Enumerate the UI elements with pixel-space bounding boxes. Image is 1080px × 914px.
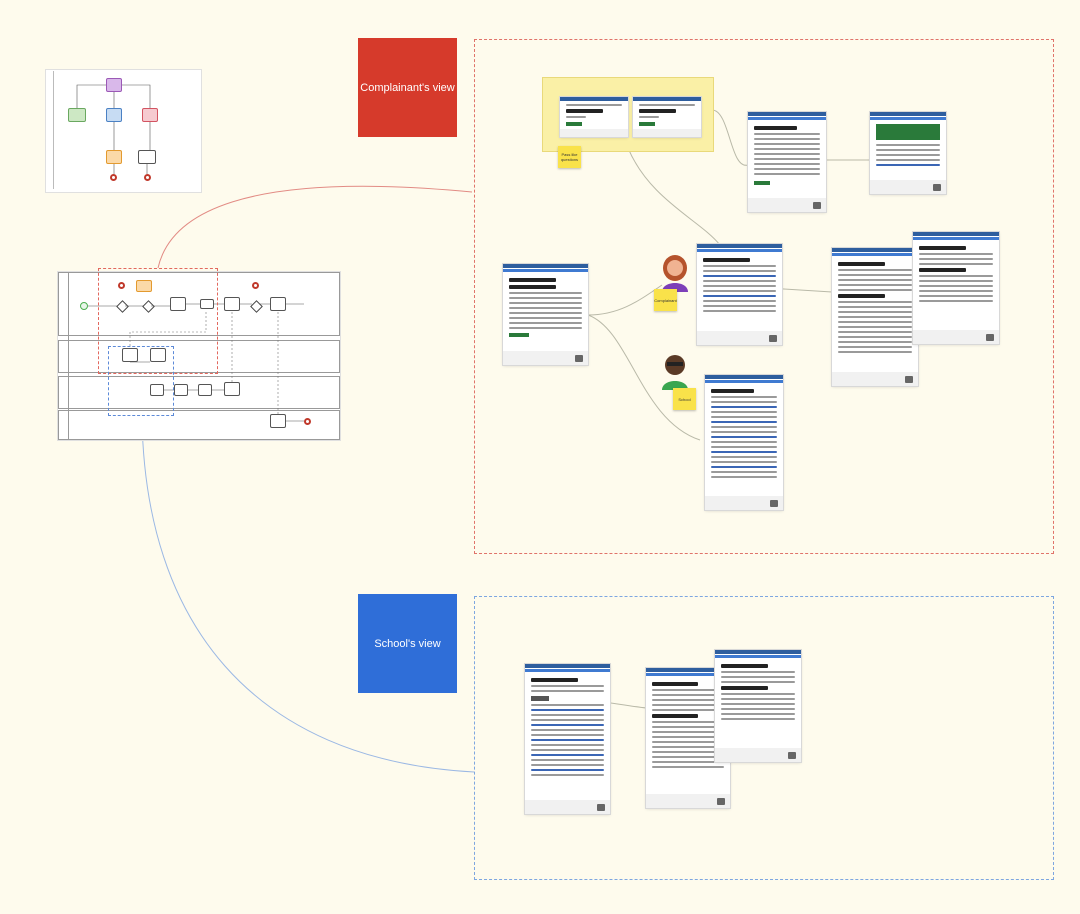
complainant-view-label-text: Complainant's view — [360, 81, 455, 94]
end-event — [304, 418, 311, 425]
diagram-node-pink — [142, 108, 158, 122]
man-avatar-icon — [660, 352, 690, 390]
complainant-frame[interactable] — [474, 39, 1054, 554]
sticky-note[interactable]: Pass like questions — [558, 146, 581, 168]
process-diagram-small[interactable] — [46, 70, 201, 192]
school-frame[interactable] — [474, 596, 1054, 880]
diagram-node-blue — [106, 108, 122, 122]
diagram-end-event — [110, 174, 117, 181]
sticky-note-text: Complainant — [654, 297, 677, 303]
task — [198, 384, 212, 396]
page-thumbnail[interactable] — [560, 97, 628, 137]
swimlane-4 — [58, 410, 340, 440]
diagram-lane-border — [47, 71, 54, 189]
task — [122, 348, 138, 362]
sticky-note-school[interactable]: School — [673, 388, 696, 410]
page-complaint-school-b[interactable] — [715, 650, 801, 762]
connector-grey — [587, 314, 701, 441]
task — [170, 297, 186, 311]
end-event — [252, 282, 259, 289]
page-complaints-list-school[interactable] — [525, 664, 610, 814]
swimlane-2 — [58, 340, 340, 373]
complainant-view-label[interactable]: Complainant's view — [358, 38, 457, 137]
swimlane-arrows — [88, 303, 304, 422]
connector-blue — [141, 417, 475, 773]
highlight-blue-region[interactable] — [108, 346, 174, 416]
task — [270, 297, 286, 311]
woman-avatar-icon — [660, 254, 690, 292]
sticky-note-text: Pass like questions — [560, 152, 579, 162]
page-start[interactable] — [503, 264, 588, 365]
diagram-end-event — [144, 174, 151, 181]
task — [270, 414, 286, 428]
diagram-node-white — [138, 150, 156, 164]
school-view-label-text: School's view — [374, 637, 441, 650]
page-complaint-summary[interactable] — [913, 232, 999, 344]
sticky-note-text: School — [678, 396, 691, 402]
page-your-complaints-list[interactable] — [705, 375, 783, 510]
diagram-node-green — [68, 108, 86, 122]
end-event — [118, 282, 125, 289]
connector-red — [157, 185, 473, 269]
task — [224, 297, 240, 311]
page-check-answers[interactable] — [748, 112, 826, 212]
sticky-note-complainant[interactable]: Complainant — [654, 289, 677, 311]
page-complaint-detail[interactable] — [832, 248, 918, 386]
task — [150, 348, 166, 362]
swimlane-diagram[interactable] — [58, 272, 340, 440]
start-event — [80, 302, 88, 310]
connector-grey — [627, 147, 721, 246]
connector-grey — [711, 109, 749, 166]
diagram-node-purple — [106, 78, 122, 92]
school-view-label[interactable]: School's view — [358, 594, 457, 693]
task — [150, 384, 164, 396]
diagram-arrows — [76, 84, 151, 174]
highlight-red-region[interactable] — [98, 268, 218, 374]
diagram-node-orange — [106, 150, 122, 164]
page-thumbnail[interactable] — [633, 97, 701, 137]
swimlane-header-col — [58, 272, 69, 440]
task — [224, 382, 240, 396]
task — [200, 299, 214, 309]
task — [174, 384, 188, 396]
task-orange — [136, 280, 152, 292]
page-your-complaint[interactable] — [697, 244, 782, 345]
page-confirmation[interactable] — [870, 112, 946, 194]
